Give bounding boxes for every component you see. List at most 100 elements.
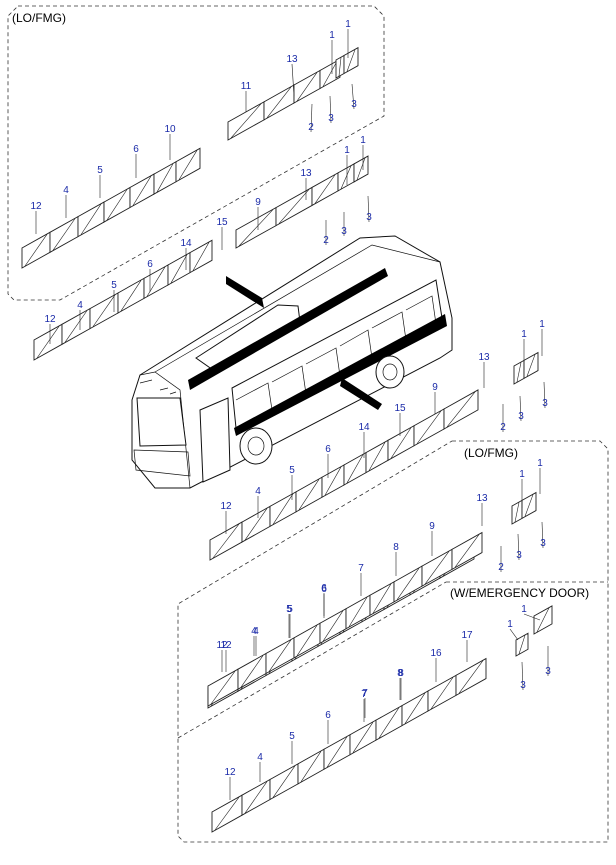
g1-label-3a-leader	[329, 95, 332, 124]
lofmg-label-3b-leader	[541, 521, 544, 549]
left-side-pane-hatch	[192, 242, 210, 271]
lower-a-pane-hatch	[240, 655, 264, 688]
g1-lower-pane-hatch	[52, 218, 76, 251]
lofmg-right-small-pane-hatch	[524, 494, 534, 517]
g1-label-3d-leader	[367, 195, 370, 223]
g1-label-2-leader	[310, 103, 313, 133]
lofmg-label-13: 13	[476, 493, 488, 504]
lower-a-pane-hatch	[396, 567, 420, 601]
g1-label-3b: 3	[351, 99, 357, 110]
right-side-pane-hatch	[368, 442, 386, 471]
g1-label-3a: 3	[328, 113, 334, 124]
lowerA-label-7: 7	[362, 688, 368, 699]
lofmg-label-5: 5	[287, 604, 293, 615]
right-label-3a-leader	[519, 395, 522, 422]
left-label-5: 5	[111, 280, 117, 291]
right-label-14: 14	[358, 422, 370, 433]
callout-labels: 1113112331245610131123312456141591245614…	[30, 19, 551, 800]
lowerB-label-8: 8	[397, 668, 403, 679]
right-side-pane-hatch	[324, 466, 342, 496]
left-label-9: 9	[255, 197, 261, 208]
left-side-pane-hatch	[64, 310, 88, 343]
lower-b-pane-hatch	[214, 797, 240, 831]
lower-b-pane-hatch	[430, 677, 454, 710]
right-side-pane-hatch	[446, 391, 476, 428]
lofmg-label-7: 7	[358, 563, 364, 574]
right-label-5: 5	[289, 465, 295, 476]
left-side-pane-hatch	[92, 294, 116, 327]
g1-lower-pane-hatch	[132, 175, 152, 206]
g1-right-pane-hatch	[314, 174, 336, 204]
left-label-6: 6	[147, 259, 153, 270]
g1-label-4: 4	[63, 185, 69, 196]
right-label-4: 4	[255, 486, 261, 497]
lowerA-label-17: 17	[461, 630, 473, 641]
lower-b-pane-hatch	[378, 707, 400, 739]
right-label-9: 9	[432, 382, 438, 393]
g1-right-pane-hatch	[278, 189, 310, 224]
g1-label-10: 10	[164, 124, 176, 135]
right-label-1a: 1	[521, 329, 527, 340]
lower-a-pane-hatch	[322, 610, 344, 642]
g1-lower-pane-hatch	[156, 163, 174, 193]
left-label-15: 15	[216, 217, 228, 228]
g1-lower-pane-hatch	[106, 189, 128, 221]
emergency-label-1a-leader	[509, 628, 519, 641]
lofmg-label-3b: 3	[540, 538, 546, 549]
lower-a-pane-hatch	[348, 597, 368, 627]
lowerA-label-16: 16	[430, 648, 442, 659]
caption-top-lofmg: (LO/FMG)	[12, 11, 66, 25]
right-label-15: 15	[394, 403, 406, 414]
g1-label-2b: 2	[323, 235, 329, 246]
g1-label-13b: 13	[300, 168, 312, 179]
emergency-label-3a-leader	[521, 661, 524, 691]
lowerB-label-12: 12	[224, 767, 236, 778]
lowerA-label-4: 4	[251, 626, 257, 637]
left-label-4: 4	[77, 300, 83, 311]
lower-b-pane-hatch	[404, 692, 426, 724]
g1-upper-small-pane-hatch	[338, 57, 342, 77]
lower-b-pane-hatch	[326, 736, 348, 768]
lofmg-label-2: 2	[498, 562, 504, 573]
lowerA-label-5: 5	[286, 604, 292, 615]
g1-label-1c: 1	[344, 145, 350, 156]
lower-a-pane-hatch	[424, 551, 450, 585]
lower-a-pane-hatch	[210, 671, 236, 705]
lowerB-label-6: 6	[325, 710, 331, 721]
group-divider-lower	[177, 581, 447, 739]
left-side-pane-hatch	[36, 326, 60, 359]
g1-label-1a: 1	[329, 30, 335, 41]
lofmg-label-1b: 1	[537, 458, 543, 469]
right-side-pane-hatch	[212, 523, 240, 559]
left-label-14: 14	[180, 238, 192, 249]
g1-label-3c: 3	[341, 226, 347, 237]
right-label-1b: 1	[539, 319, 545, 330]
lowerA-label-6: 6	[321, 583, 327, 594]
left-side-pane-hatch	[120, 280, 142, 312]
right-label-3b-leader	[543, 381, 546, 409]
lower-b-pane-hatch	[300, 751, 322, 783]
lower-b-pane-hatch	[458, 660, 484, 694]
right-side-pane-hatch	[272, 493, 294, 525]
g1-upper-pane-hatch	[296, 72, 318, 102]
lowerB-label-4: 4	[257, 752, 263, 763]
g1-lower-pane-hatch	[178, 150, 198, 180]
g1-label-5: 5	[97, 165, 103, 176]
right-label-12: 12	[220, 501, 232, 512]
g1-lower-pane-hatch	[24, 234, 48, 267]
right-label-2: 2	[500, 422, 506, 433]
emergency-label-1b-leader	[523, 613, 541, 621]
lowerB-label-7: 7	[361, 689, 367, 700]
right-side-small-pane-hatch	[516, 362, 522, 383]
emergency-small-pane-hatch	[518, 635, 526, 655]
lower-b-pane-hatch	[272, 765, 296, 798]
bus-illustration	[131, 235, 453, 489]
g1-label-13: 13	[286, 54, 298, 65]
caption-emergency-door: (W/EMERGENCY DOOR)	[450, 586, 589, 600]
lowerA-label-12: 12	[216, 640, 228, 651]
lower-a-pane-hatch	[372, 583, 392, 614]
emergency-label-3a: 3	[520, 680, 526, 691]
emergency-large-pane-hatch	[536, 607, 550, 633]
lower-b-pane-hatch	[352, 721, 374, 753]
emergency-label-3b: 3	[545, 666, 551, 677]
